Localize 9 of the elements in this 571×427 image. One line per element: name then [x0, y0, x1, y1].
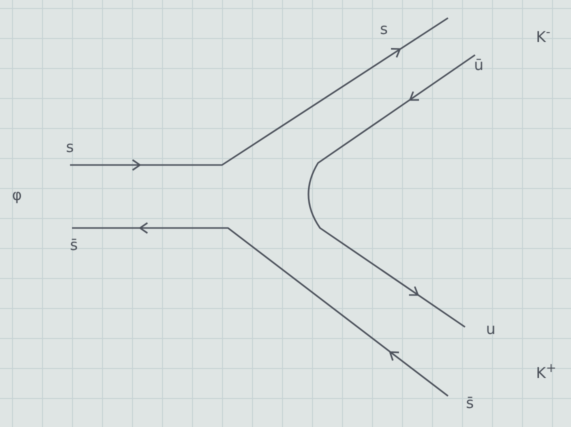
particle-label: K$^{+}$ — [536, 362, 556, 381]
particle-label: φ — [12, 188, 22, 203]
particle-label: K$^{-}$ — [536, 26, 550, 45]
particle-label: s — [380, 22, 388, 37]
particle-label: s̄ — [70, 238, 78, 253]
particle-label: s — [66, 140, 74, 155]
particle-label: u — [486, 322, 496, 337]
particle-label: ū — [474, 58, 484, 73]
particle-label: s̄ — [466, 396, 474, 411]
